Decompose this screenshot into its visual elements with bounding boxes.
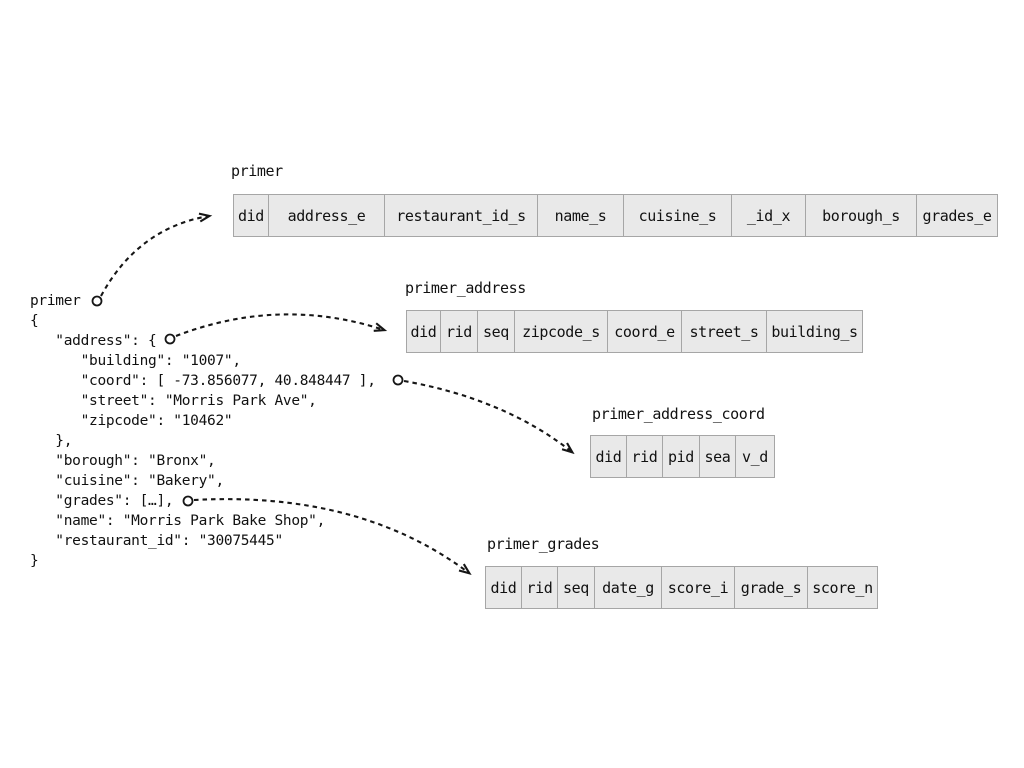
column-header: date_g [595,566,662,609]
column-header: grades_e [917,194,998,237]
arrow-primer-address [175,313,388,337]
column-header: building_s [767,310,863,353]
column-header: zipcode_s [515,310,608,353]
origin-dot-grades [182,495,194,507]
column-header: did [406,310,441,353]
json-source-document: primer { "address": { "building": "1007"… [30,293,376,569]
table-primer-address: did rid seq zipcode_s coord_e street_s b… [406,310,863,353]
origin-dot-address [164,333,176,345]
column-header: did [485,566,522,609]
column-header: pid [663,435,700,478]
column-header: v_d [736,435,775,478]
column-header: grade_s [735,566,808,609]
column-header: sea [700,435,736,478]
origin-dot-primer [91,295,103,307]
arrow-primer-address-coord [403,379,575,455]
column-header: address_e [269,194,385,237]
origin-dot-coord [392,374,404,386]
table-primer-address-coord: did rid pid sea v_d [590,435,775,478]
column-header: seq [558,566,595,609]
table-title-primer: primer [231,162,283,180]
column-header: did [233,194,269,237]
column-header: seq [478,310,515,353]
column-header: coord_e [608,310,682,353]
column-header: borough_s [806,194,917,237]
column-header: street_s [682,310,767,353]
table-title-primer-address-coord: primer_address_coord [592,405,765,423]
column-header: score_n [808,566,878,609]
column-header: rid [441,310,478,353]
arrow-primer-grades [193,498,472,575]
arrow-primer [100,212,213,297]
column-header: did [590,435,627,478]
table-primer: did address_e restaurant_id_s name_s cui… [233,194,998,237]
column-header: cuisine_s [624,194,732,237]
column-header: rid [522,566,558,609]
column-header: rid [627,435,663,478]
table-title-primer-grades: primer_grades [487,535,600,553]
column-header: _id_x [732,194,806,237]
column-header: restaurant_id_s [385,194,538,237]
table-title-primer-address: primer_address [405,279,526,297]
table-primer-grades: did rid seq date_g score_i grade_s score… [485,566,878,609]
column-header: name_s [538,194,624,237]
column-header: score_i [662,566,735,609]
